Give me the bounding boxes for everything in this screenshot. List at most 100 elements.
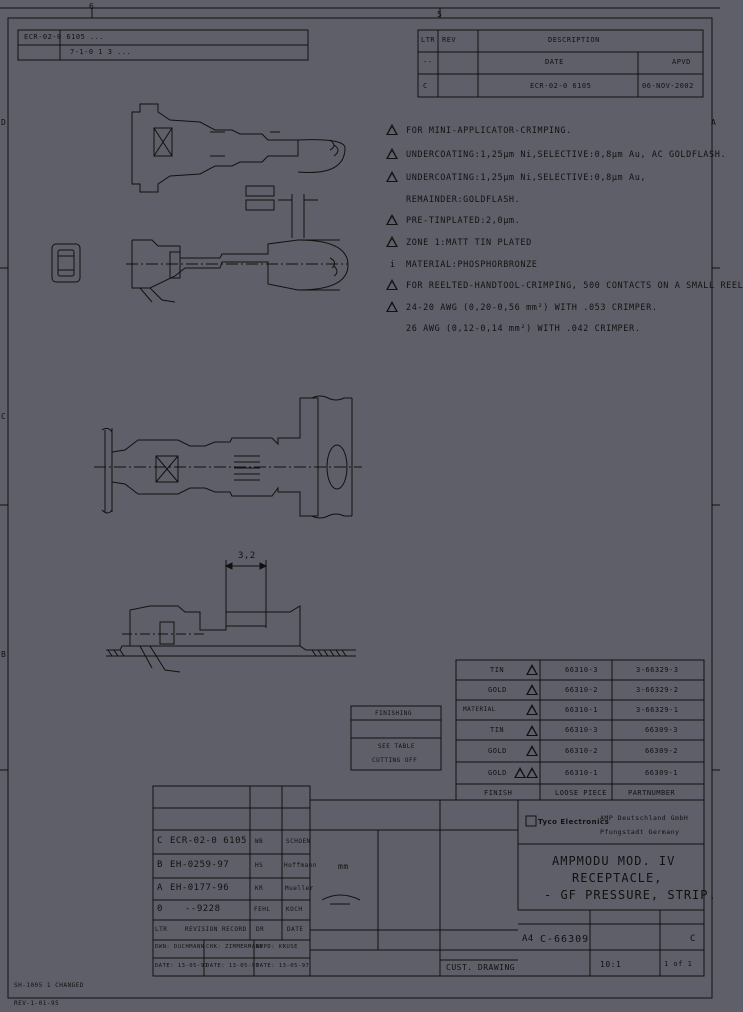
rev-2-ltr: B [157,860,163,870]
outer-border [7,17,713,999]
note-marker-1 [386,124,398,135]
parts-row-4-finish: TIN [490,726,505,734]
rev-2-chk: Hoffmann [284,862,317,869]
note-8b: 26 AWG (0,12-0,14 mm²) WITH .042 CRIMPER… [406,324,641,334]
footer-left: SH-1005 1 CHANGED [14,982,84,989]
size-label: A4 [522,934,534,944]
note-5: ZONE 1:MATT TIN PLATED [406,238,532,248]
rev-header-record: REVISION RECORD [185,926,247,933]
note-6: MATERIAL:PHOSPHORBRONZE [406,260,538,270]
rev-header-ltr-2: LTR [155,926,168,933]
drawing-number: C-66309 [540,934,590,945]
note-4: PRE-TINPLATED:2,0μm. [406,216,521,226]
col-letter-2: 5 [437,10,443,19]
parts-row-1-finish: TIN [490,666,505,674]
rev-row-dated: 06-NOV-2002 [642,82,694,90]
parts-marker-3 [526,704,538,715]
row-letter-c: C [1,412,7,421]
scale-value: 10:1 [600,960,622,969]
note-3b: REMAINDER:GOLDFLASH. [406,195,521,205]
rev-3-dr: KR [255,885,264,892]
row-letter-b: B [1,650,7,659]
parts-row-5-part: 66309-2 [645,747,679,755]
col-letter-1: 6 [89,2,95,11]
note-8: 24-20 AWG (0,20-0,56 mm²) WITH .053 CRIM… [406,303,658,313]
rev-row-ltr: C [423,82,428,90]
note-1: FOR MINI-APPLICATOR-CRIMPING. [406,126,572,136]
approval-appd: APPD: KRUSE [256,944,298,950]
note-2: UNDERCOATING:1,25μm Ni,SELECTIVE:0,8μm A… [406,150,727,160]
rev-4-ltr: 0 [157,904,163,914]
note-marker-3 [386,171,398,182]
parts-row-1-part: 3-66329-3 [636,666,679,674]
row-letter-d: D [1,118,7,127]
rev-header-dr: DR [256,926,265,933]
approval-date-3: DATE: 13-05-97 [256,963,310,969]
row-letter-a: A [711,118,717,127]
note-marker-7 [386,279,398,290]
parts-marker-5 [526,745,538,756]
approval-date-2: DATE: 13-05-97 [206,963,260,969]
rev-3-ltr: A [157,883,163,893]
approval-chk: CHK: ZIMMERMANN [206,944,264,950]
approval-date-1: DATE: 13-05-97 [155,963,209,969]
parts-row-3-loose: 66310-1 [565,706,599,714]
rev-1-ltr: C [157,836,163,846]
parts-row-5-loose: 66310-2 [565,747,599,755]
note-3: UNDERCOATING:1,25μm Ni,SELECTIVE:0,8μm A… [406,173,647,183]
title-line-3: - GF PRESSURE, STRIP. [544,888,717,902]
drawing-canvas [0,7,720,999]
material-note: CUST. DRAWING [446,963,516,972]
strip-top-view [94,395,362,519]
company-address-2: Pfungstadt Germany [600,828,680,836]
parts-row-3-finish: MATERIAL [463,706,496,713]
rev-1-chk: SCHOEN [286,838,311,845]
parts-row-1-loose: 66310-3 [565,666,599,674]
parts-row-6-loose: 66310-1 [565,769,599,777]
parts-header-finish: FINISH [484,789,513,797]
rev-2-record: EH-0259-97 [170,860,230,870]
parts-row-5-finish: GOLD [488,747,507,755]
rev-4-dr: FEHL [254,906,271,913]
parts-marker-7 [526,767,538,778]
parts-marker-6 [514,767,526,778]
note-marker-4 [386,214,398,225]
rev-3-chk: Mueller [285,885,314,892]
dimension-label: 3,2 [238,551,256,561]
approval-dwn: DWN: DUCHMANN [155,944,205,950]
finish-box-3: CUTTING OFF [372,757,418,764]
parts-header-loose: LOOSE PIECE [555,789,607,797]
parts-row-3-part: 3-66329-1 [636,706,679,714]
parts-row-6-finish: GOLD [488,769,507,777]
parts-header-part: PARTNUMBER [628,789,676,797]
rev-1-record: ECR-02-0 6105 [170,836,247,846]
rev-row-date: DATE [545,58,564,66]
note-marker-5 [386,236,398,247]
footer-bottom: REV-1-01-95 [14,1000,60,1007]
parts-marker-4 [526,725,538,736]
company-address-1: AMP Deutschland GmbH [600,814,689,822]
finish-box-2: SEE TABLE [378,743,416,750]
parts-marker-2 [526,684,538,695]
top-left-line-1: ECR-02-0 6105 ... [24,33,105,41]
rev-header-desc: DESCRIPTION [548,36,600,44]
parts-row-2-loose: 66310-2 [565,686,599,694]
contact-top-view [131,103,346,193]
units-value: mm [338,862,349,871]
note-marker-8 [386,301,398,312]
rev-4-chk: KOCH [286,906,303,913]
rev-header-date: DATE [287,926,304,933]
rev-3-record: EH-0177-96 [170,883,230,893]
parts-row-4-part: 66309-3 [645,726,679,734]
strip-side-view [106,560,356,673]
rev-row-a: -- [423,58,433,66]
rev-header-ltr: LTR [421,36,436,44]
top-left-line-2: 7-1-0 1 3 ... [70,48,132,56]
company-logo: Tyco Electronics [538,818,610,826]
parts-row-4-loose: 66310-3 [565,726,599,734]
parts-marker-1 [526,664,538,675]
parts-row-2-finish: GOLD [488,686,507,694]
sheet-value: 1 of 1 [664,960,693,968]
title-line-1: AMPMODU MOD. IV [552,854,676,868]
title-line-2: RECEPTACLE, [572,871,663,885]
